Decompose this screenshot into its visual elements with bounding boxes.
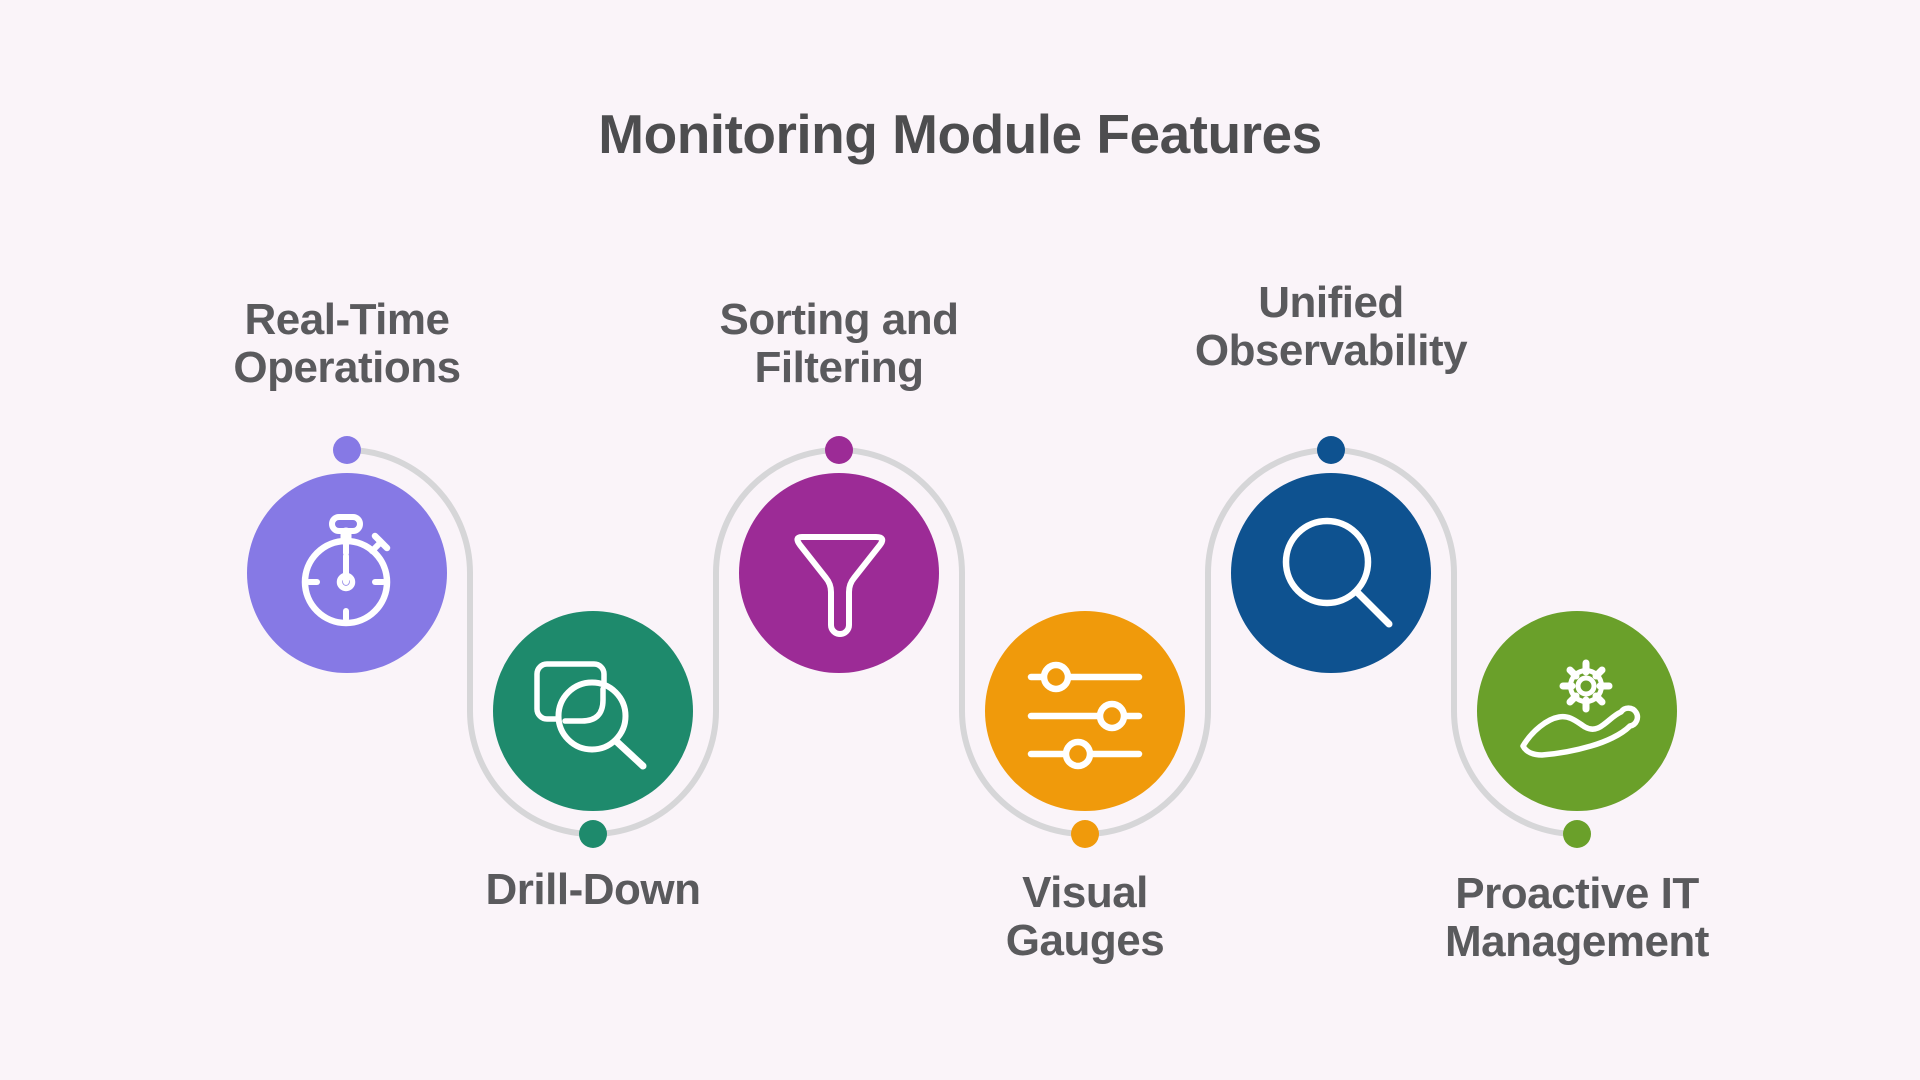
label-line: Sorting and <box>719 295 959 344</box>
node-circle <box>1477 611 1677 811</box>
node-circle <box>739 473 939 673</box>
label-line: Proactive IT <box>1455 869 1699 918</box>
connector-dot <box>825 436 853 464</box>
label-line: Management <box>1445 917 1709 966</box>
label-line: Visual <box>1022 868 1148 917</box>
label-line: Drill-Down <box>485 865 701 914</box>
node-sorting-filtering <box>739 436 939 673</box>
search-icon <box>1282 517 1393 628</box>
label-line: Unified <box>1258 278 1404 327</box>
node-label-sorting-filtering: Sorting and Filtering <box>629 296 1049 392</box>
node-label-proactive-it-management: Proactive IT Management <box>1367 870 1787 966</box>
label-line: Gauges <box>1005 916 1165 965</box>
stopwatch-icon <box>301 514 391 627</box>
connector-dot <box>333 436 361 464</box>
node-real-time-operations <box>247 436 447 673</box>
node-label-visual-gauges: Visual Gauges <box>875 869 1295 965</box>
node-circle <box>1231 473 1431 673</box>
node-unified-observability <box>1231 436 1431 673</box>
label-line: Operations <box>233 343 461 392</box>
connector-dot <box>1317 436 1345 464</box>
node-drill-down <box>493 611 693 848</box>
connector-path <box>344 447 1580 837</box>
node-circle <box>985 611 1185 811</box>
sliders-icon <box>1027 661 1143 770</box>
label-line: Filtering <box>754 343 924 392</box>
connector-dot <box>1563 820 1591 848</box>
node-label-real-time-operations: Real-Time Operations <box>137 296 557 392</box>
label-line: Observability <box>1194 326 1468 375</box>
label-line: Real-Time <box>244 295 451 344</box>
node-proactive-it-management <box>1477 611 1677 848</box>
drill-down-icon <box>534 661 647 770</box>
connector-dot <box>1071 820 1099 848</box>
funnel-icon <box>794 534 886 637</box>
connector-dot <box>579 820 607 848</box>
page-title: Monitoring Module Features <box>598 103 1322 165</box>
node-visual-gauges <box>985 611 1185 848</box>
hand-gear-icon <box>1520 659 1641 758</box>
node-label-unified-observability: Unified Observability <box>1121 279 1541 375</box>
node-label-drill-down: Drill-Down <box>383 866 803 914</box>
